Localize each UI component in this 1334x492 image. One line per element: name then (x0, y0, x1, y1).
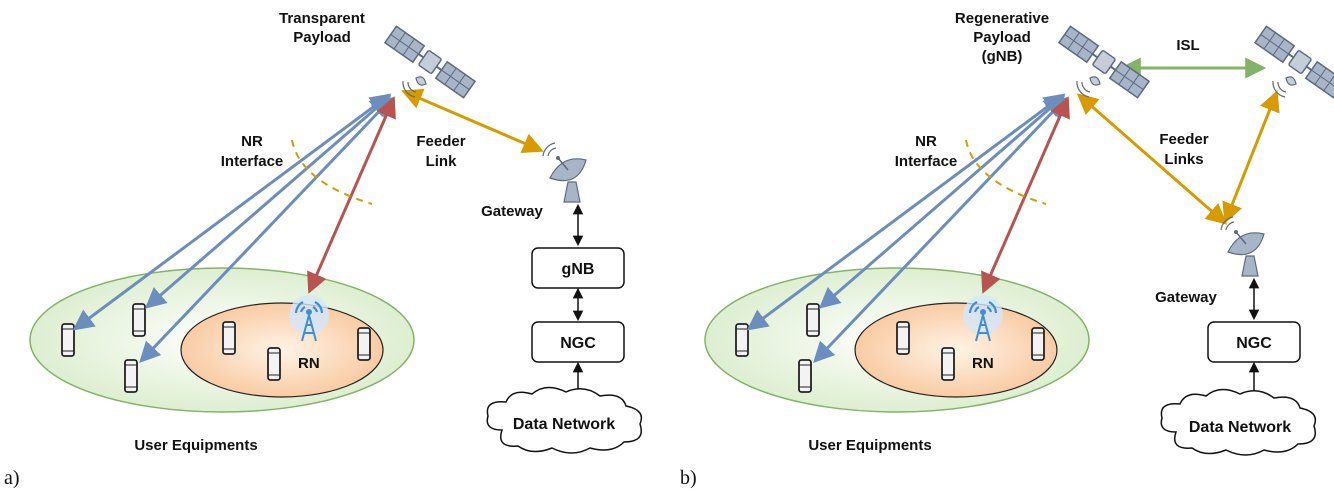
nr-interface-arc (965, 139, 1047, 205)
satellite-icon (1057, 25, 1151, 99)
gnb-label: gNB (562, 261, 595, 278)
smartphone-icon (896, 321, 910, 355)
gateway-label: Gateway (481, 203, 543, 220)
gateway-dish-icon (1220, 216, 1265, 277)
satellite-label: (gNB) (982, 48, 1023, 65)
ngc-label: NGC (560, 335, 596, 352)
smartphone-icon (132, 303, 146, 337)
smartphone-icon (124, 359, 138, 393)
nr-interface-label: Interface (895, 153, 958, 170)
smartphone-icon (735, 323, 749, 357)
satellite-label: Regenerative (955, 10, 1049, 27)
nr-interface-label: Interface (221, 153, 284, 170)
smartphone-icon (267, 347, 281, 381)
satellite-icon (1253, 25, 1334, 99)
feeder-links-label: Feeder (1159, 131, 1208, 148)
data-network-label: Data Network (1189, 419, 1291, 436)
panel-b: RN ISL Regenerative Payload (gNB) NR Int… (680, 10, 1334, 489)
user-equipments-label: User Equipments (134, 437, 257, 454)
rn-label: RN (298, 355, 320, 372)
feeder-link-label: Link (426, 153, 457, 170)
gateway-dish-icon (542, 142, 587, 203)
satellite-label: Payload (293, 29, 351, 46)
gateway-label: Gateway (1155, 289, 1217, 306)
satellite-label: Transparent (279, 10, 365, 27)
panel-a: RN Transparent Payload NR Interface Feed… (4, 10, 643, 489)
smartphone-icon (1031, 327, 1045, 361)
feeder-link (1222, 90, 1280, 224)
rn-label: RN (972, 355, 994, 372)
satellite-label: Payload (973, 29, 1031, 46)
smartphone-icon (806, 303, 820, 337)
smartphone-icon (222, 321, 236, 355)
isl-label: ISL (1176, 37, 1199, 54)
smartphone-icon (941, 347, 955, 381)
smartphone-icon (798, 359, 812, 393)
feeder-links-label: Links (1164, 151, 1203, 168)
ngc-label: NGC (1236, 335, 1272, 352)
cloud-icon (486, 386, 643, 454)
nr-interface-arc (291, 139, 373, 205)
cloud-icon (1160, 388, 1317, 456)
feeder-link (1076, 93, 1228, 225)
satellite-icon (383, 25, 477, 99)
rn-coverage-area (180, 302, 384, 398)
panel-b-label: b) (680, 467, 697, 489)
nr-interface-label: NR (915, 133, 937, 150)
smartphone-icon (61, 323, 75, 357)
feeder-link-label: Feeder (416, 133, 465, 150)
user-equipments-label: User Equipments (808, 437, 931, 454)
rn-coverage-area (854, 302, 1058, 398)
relay-link (307, 96, 396, 294)
panel-a-label: a) (4, 467, 20, 489)
relay-link (981, 96, 1070, 294)
nr-interface-label: NR (241, 133, 263, 150)
smartphone-icon (357, 327, 371, 361)
data-network-label: Data Network (513, 416, 615, 433)
feeder-link (401, 88, 544, 154)
